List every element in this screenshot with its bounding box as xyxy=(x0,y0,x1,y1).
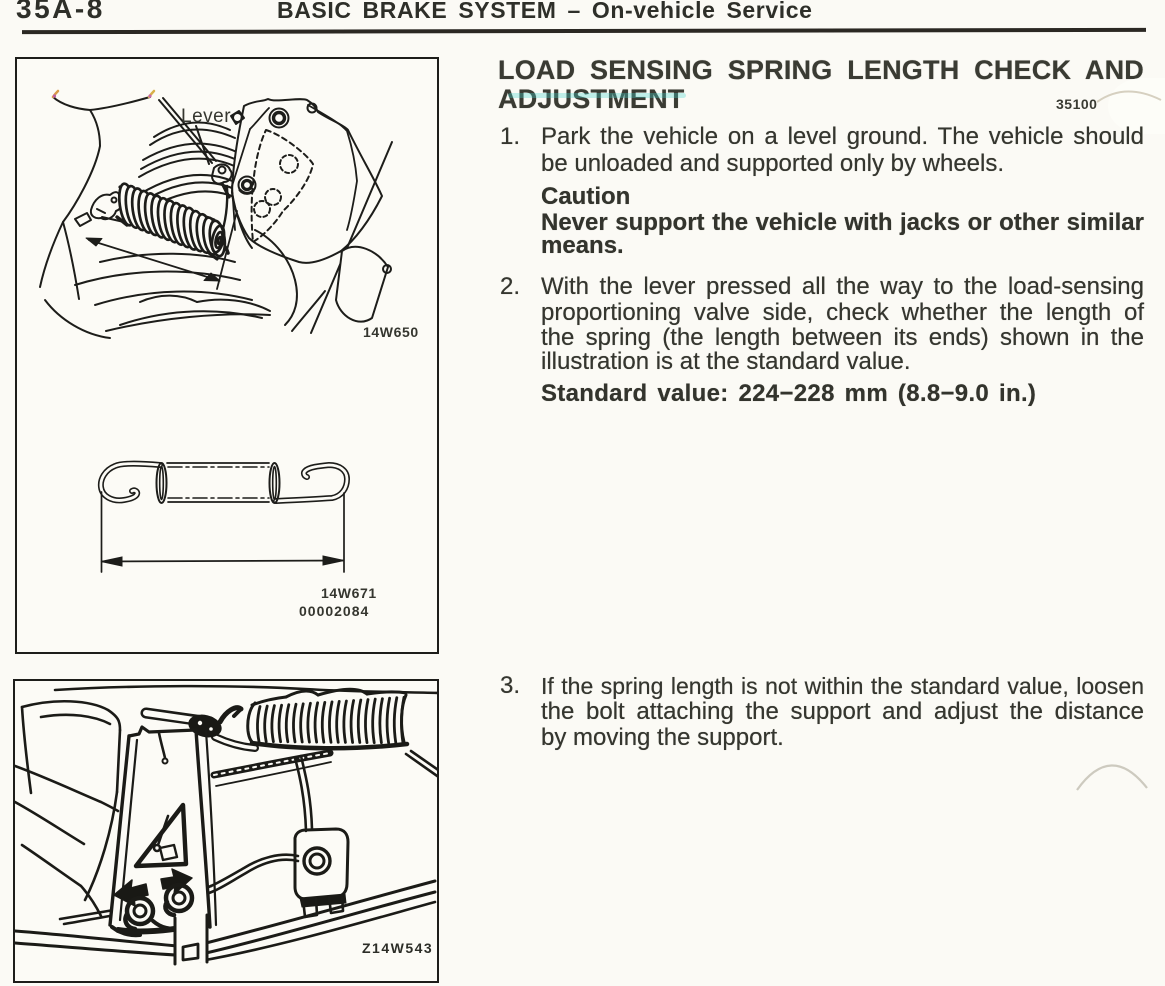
svg-text:00002084: 00002084 xyxy=(299,603,369,619)
svg-text:Z14W543: Z14W543 xyxy=(362,940,433,956)
svg-text:Lever: Lever xyxy=(181,106,231,127)
svg-text:14W650: 14W650 xyxy=(363,324,419,340)
svg-text:14W671: 14W671 xyxy=(321,585,377,601)
